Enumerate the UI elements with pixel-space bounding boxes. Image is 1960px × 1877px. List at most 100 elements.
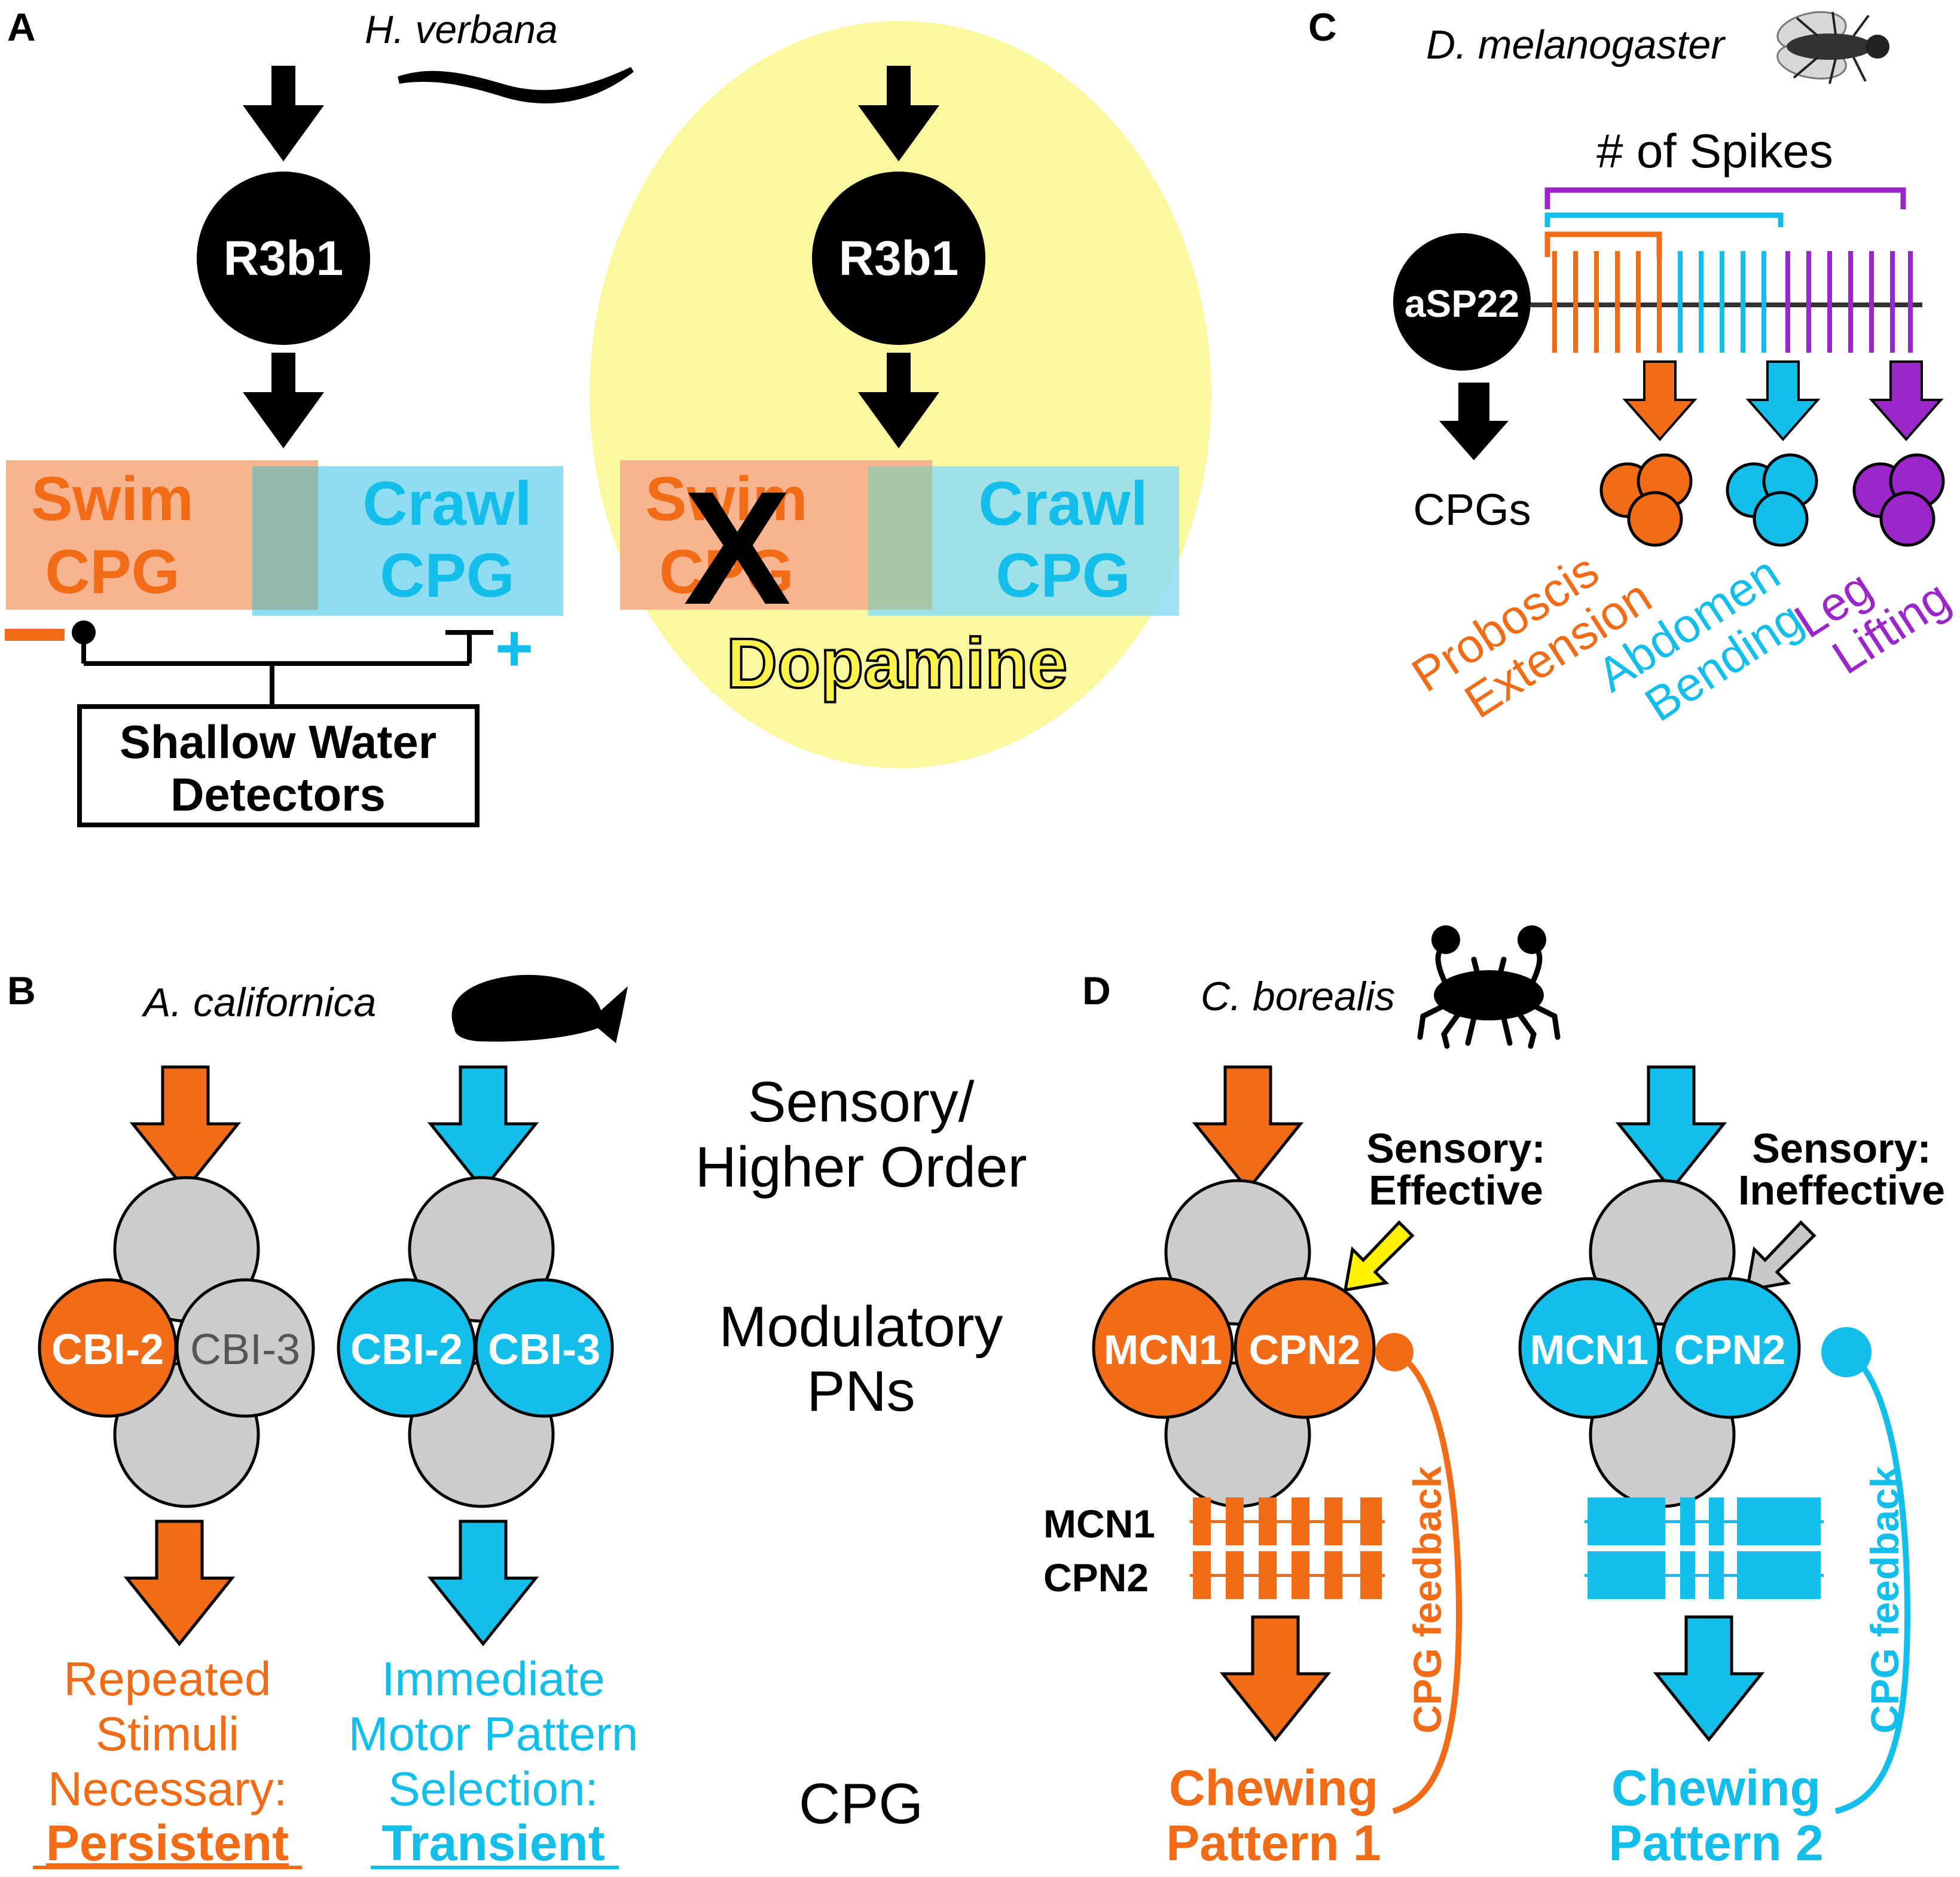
cpn2-left-label: CPN2 <box>1249 1326 1361 1373</box>
output-arrow-d-left <box>1223 1617 1328 1740</box>
inhibitory-synapse <box>72 620 96 644</box>
panel-c: C D. melanogaster # of Spikes aSP22 <box>1308 5 1959 732</box>
arrow-leg <box>1870 360 1942 441</box>
cpg-cluster-cyan <box>1726 453 1818 547</box>
swim-blocked-x: X <box>683 458 792 638</box>
r3b1-label-right: R3b1 <box>839 231 959 286</box>
trace-mcn1-left <box>1190 1497 1385 1545</box>
panel-d: D C. borealis Sensory: Effective <box>1043 925 1945 1871</box>
b-left-text-2: Stimuli <box>96 1707 239 1760</box>
species-a-californica: A. californica <box>141 980 376 1025</box>
panel-letter-b: B <box>7 968 36 1013</box>
sensory-ineffective-line2: Ineffective <box>1738 1167 1945 1213</box>
crawl-cpg-left-line2: CPG <box>380 541 514 610</box>
leech-icon <box>398 67 634 103</box>
behavior-leg: Leg Lifting <box>1785 560 1959 684</box>
b-right-key: Transient <box>381 1815 605 1871</box>
sensory-effective-line1: Sensory: <box>1366 1125 1546 1172</box>
chewing-pattern2-line1: Chewing <box>1611 1760 1821 1816</box>
species-d-melanogaster: D. melanogaster <box>1426 22 1726 68</box>
panel-a: A H. verbana R3b1 Swim CPG Crawl CPG + S… <box>5 5 1211 827</box>
output-arrow-b-right <box>431 1521 536 1644</box>
b-left-key: Persistent <box>46 1815 289 1871</box>
cpg-cluster-purple <box>1852 453 1945 547</box>
swim-cpg-right-line1: Swim <box>645 464 808 534</box>
sensory-effective-line2: Effective <box>1369 1167 1543 1213</box>
mcn1-left-label: MCN1 <box>1104 1326 1222 1373</box>
crawl-cpg-left-line1: Crawl <box>362 469 532 539</box>
r3b1-neuron-right <box>812 172 985 345</box>
output-arrow-b-left <box>127 1521 232 1644</box>
trace-label-mcn1: MCN1 <box>1043 1502 1155 1546</box>
sensory-arrow-b-right <box>431 1067 536 1190</box>
input-arrow-left <box>243 66 324 161</box>
b-left-text-1: Repeated <box>64 1652 271 1705</box>
fly-icon <box>1776 11 1889 84</box>
sensory-arrow-d-left <box>1195 1067 1300 1190</box>
swim-cpg-right-line2: CPG <box>659 537 793 607</box>
cbi2-left-label: CBI-2 <box>51 1326 164 1374</box>
dopamine-label: Dopamine <box>726 624 1067 703</box>
mcn1-right-label: MCN1 <box>1530 1326 1648 1373</box>
cpg-level-label: CPG <box>799 1772 923 1836</box>
feedback-line-right <box>1834 1349 1911 1814</box>
crawl-cpg-right-line2: CPG <box>996 541 1130 610</box>
level-labels: Sensory/ Higher Order Modulatory PNs CPG <box>695 1070 1027 1836</box>
cpgs-label: CPGs <box>1413 485 1531 534</box>
overlap-right <box>868 466 932 610</box>
sensory-label-line1: Sensory/ <box>748 1070 975 1134</box>
trace-cpn2-right <box>1585 1551 1824 1599</box>
feedback-label-left: CPG feedback <box>1405 1466 1449 1734</box>
feedback-line-left <box>1392 1349 1463 1814</box>
cluster-b-right <box>337 1176 614 1508</box>
chewing-pattern1-line2: Pattern 1 <box>1166 1815 1381 1871</box>
bracket-proboscis-extension <box>1544 231 1662 257</box>
species-h-verbana: H. verbana <box>365 7 558 51</box>
feedback-synapse-right <box>1821 1327 1872 1377</box>
feedback-label-right: CPG feedback <box>1863 1466 1907 1734</box>
panel-letter-a: A <box>7 5 36 49</box>
overlap-left <box>252 466 318 610</box>
crab-icon <box>1417 925 1561 1049</box>
cluster-b-left <box>38 1176 315 1508</box>
trace-mcn1-right <box>1585 1497 1824 1545</box>
effective-sensory-arrow <box>1343 1220 1415 1292</box>
b-right-text-3: Selection: <box>388 1762 598 1815</box>
arrow-proboscis <box>1624 360 1696 441</box>
detectors-line2: Detectors <box>170 768 386 821</box>
swim-cpg-left-line2: CPG <box>45 537 179 607</box>
minus-sign <box>5 629 65 641</box>
sea-slug-icon <box>451 974 628 1043</box>
sensory-label-line2: Higher Order <box>695 1135 1027 1199</box>
cluster-d-left <box>1092 1179 1376 1508</box>
arrow-abdomen <box>1747 360 1819 441</box>
cbi2-right-label: CBI-2 <box>350 1326 463 1374</box>
output-arrow-d-right <box>1656 1617 1761 1740</box>
crawl-cpg-right-line1: Crawl <box>978 469 1147 539</box>
swim-cpg-left-line1: Swim <box>31 464 194 534</box>
spikes-cyan <box>1678 251 1766 353</box>
chewing-pattern1-line1: Chewing <box>1169 1760 1378 1816</box>
spikes-purple <box>1785 251 1913 353</box>
ineffective-sensory-arrow <box>1745 1220 1816 1292</box>
bracket-abdomen-bending <box>1544 212 1784 227</box>
spikes-title: # of Spikes <box>1596 124 1833 178</box>
chewing-pattern2-line2: Pattern 2 <box>1608 1815 1823 1871</box>
cluster-d-right <box>1518 1179 1801 1508</box>
b-right-text-1: Immediate <box>381 1652 605 1705</box>
trace-label-cpn2: CPN2 <box>1043 1555 1149 1600</box>
output-arrow-left <box>243 353 324 448</box>
panel-letter-c: C <box>1308 5 1337 49</box>
sensory-ineffective-line1: Sensory: <box>1752 1125 1931 1172</box>
r3b1-label-left: R3b1 <box>224 231 344 286</box>
modulatory-label-line2: PNs <box>807 1359 915 1423</box>
bracket-leg-lifting <box>1544 187 1906 209</box>
asp22-output-arrow <box>1439 383 1509 460</box>
detector-wiring <box>81 630 493 707</box>
sensory-arrow-d-right <box>1619 1067 1724 1190</box>
plus-sign: + <box>495 612 533 685</box>
shallow-water-detectors-box <box>77 704 480 827</box>
panel-letter-d: D <box>1082 968 1111 1013</box>
trace-cpn2-left <box>1190 1551 1385 1599</box>
